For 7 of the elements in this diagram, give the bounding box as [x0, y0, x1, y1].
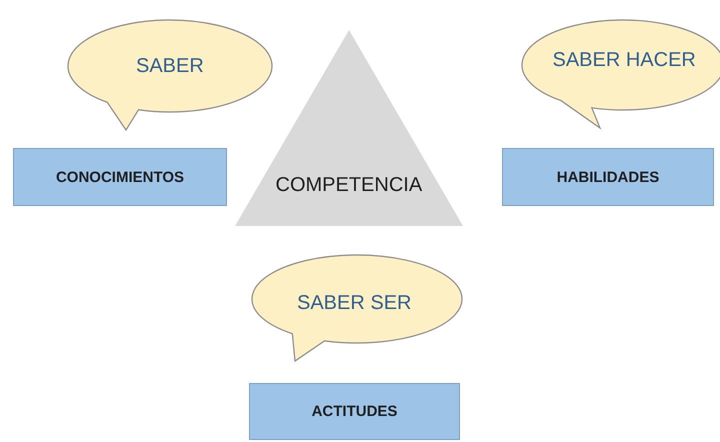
label-text: SABER HACER	[552, 48, 696, 72]
label-box: CONOCIMIENTOS	[13, 148, 227, 206]
label-text: COMPETENCIA	[276, 174, 422, 196]
label-box: ACTITUDES	[249, 383, 460, 440]
label-text: SABER SER	[297, 292, 412, 314]
label-box: HABILIDADES	[502, 148, 714, 206]
label-text: SABER	[136, 54, 204, 78]
